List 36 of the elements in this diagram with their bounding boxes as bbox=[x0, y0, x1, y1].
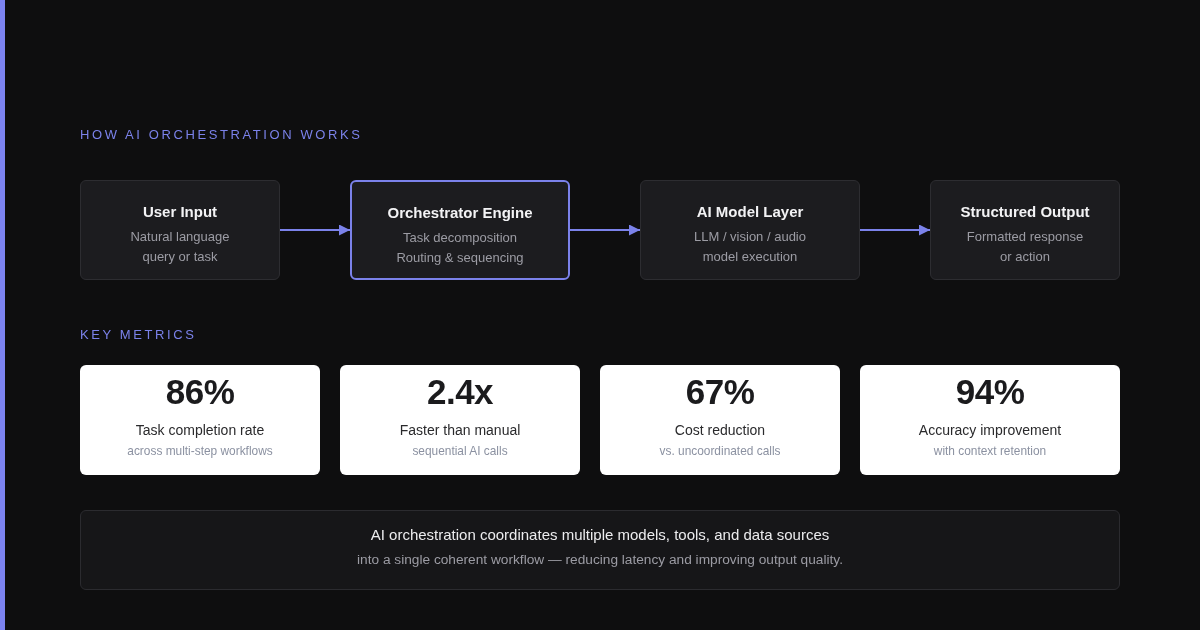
metric-note: with context retention bbox=[933, 443, 1047, 459]
metric-value: 86% bbox=[165, 372, 235, 412]
metric-card bbox=[340, 365, 580, 475]
process-box bbox=[640, 180, 860, 280]
metric-value: 2.4x bbox=[426, 372, 494, 412]
metric-note: vs. uncoordinated calls bbox=[659, 443, 781, 459]
metric-card bbox=[80, 365, 320, 475]
metric-note: sequential AI calls bbox=[412, 443, 508, 459]
metric-value: 67% bbox=[685, 372, 755, 412]
step-description: Natural language query or task bbox=[129, 228, 231, 266]
summary-panel bbox=[80, 510, 1120, 590]
process-box bbox=[930, 180, 1120, 280]
metric-value: 94% bbox=[955, 372, 1025, 412]
metric-note: across multi-step workflows bbox=[127, 443, 273, 459]
metric-card bbox=[860, 365, 1120, 475]
metric-card bbox=[600, 365, 840, 475]
metric-label: Task completion rate bbox=[135, 421, 265, 439]
arrow bbox=[279, 224, 351, 236]
section-heading: KEY METRICS bbox=[80, 327, 197, 343]
step-title: User Input bbox=[142, 202, 218, 222]
metric-label: Accuracy improvement bbox=[918, 421, 1062, 439]
step-title: Orchestrator Engine bbox=[387, 202, 533, 223]
summary-text: AI orchestration coordinates multiple models, tools, and data sources bbox=[370, 525, 830, 545]
arrow bbox=[859, 224, 931, 236]
step-description: LLM / vision / audio model execution bbox=[693, 228, 807, 266]
metric-label: Cost reduction bbox=[674, 421, 766, 439]
step-description: Task decomposition Routing & sequencing bbox=[395, 228, 525, 267]
arrow bbox=[569, 224, 641, 236]
summary-text: into a single coherent workflow — reducing latency and improving output quality. bbox=[357, 551, 843, 569]
section-heading: HOW AI ORCHESTRATION WORKS bbox=[80, 127, 363, 143]
process-box bbox=[80, 180, 280, 280]
step-title: Structured Output bbox=[960, 202, 1090, 222]
step-title: AI Model Layer bbox=[696, 202, 804, 222]
step-description: Formatted response or action bbox=[965, 228, 1085, 266]
process-box bbox=[350, 180, 570, 280]
metric-label: Faster than manual bbox=[399, 421, 521, 439]
